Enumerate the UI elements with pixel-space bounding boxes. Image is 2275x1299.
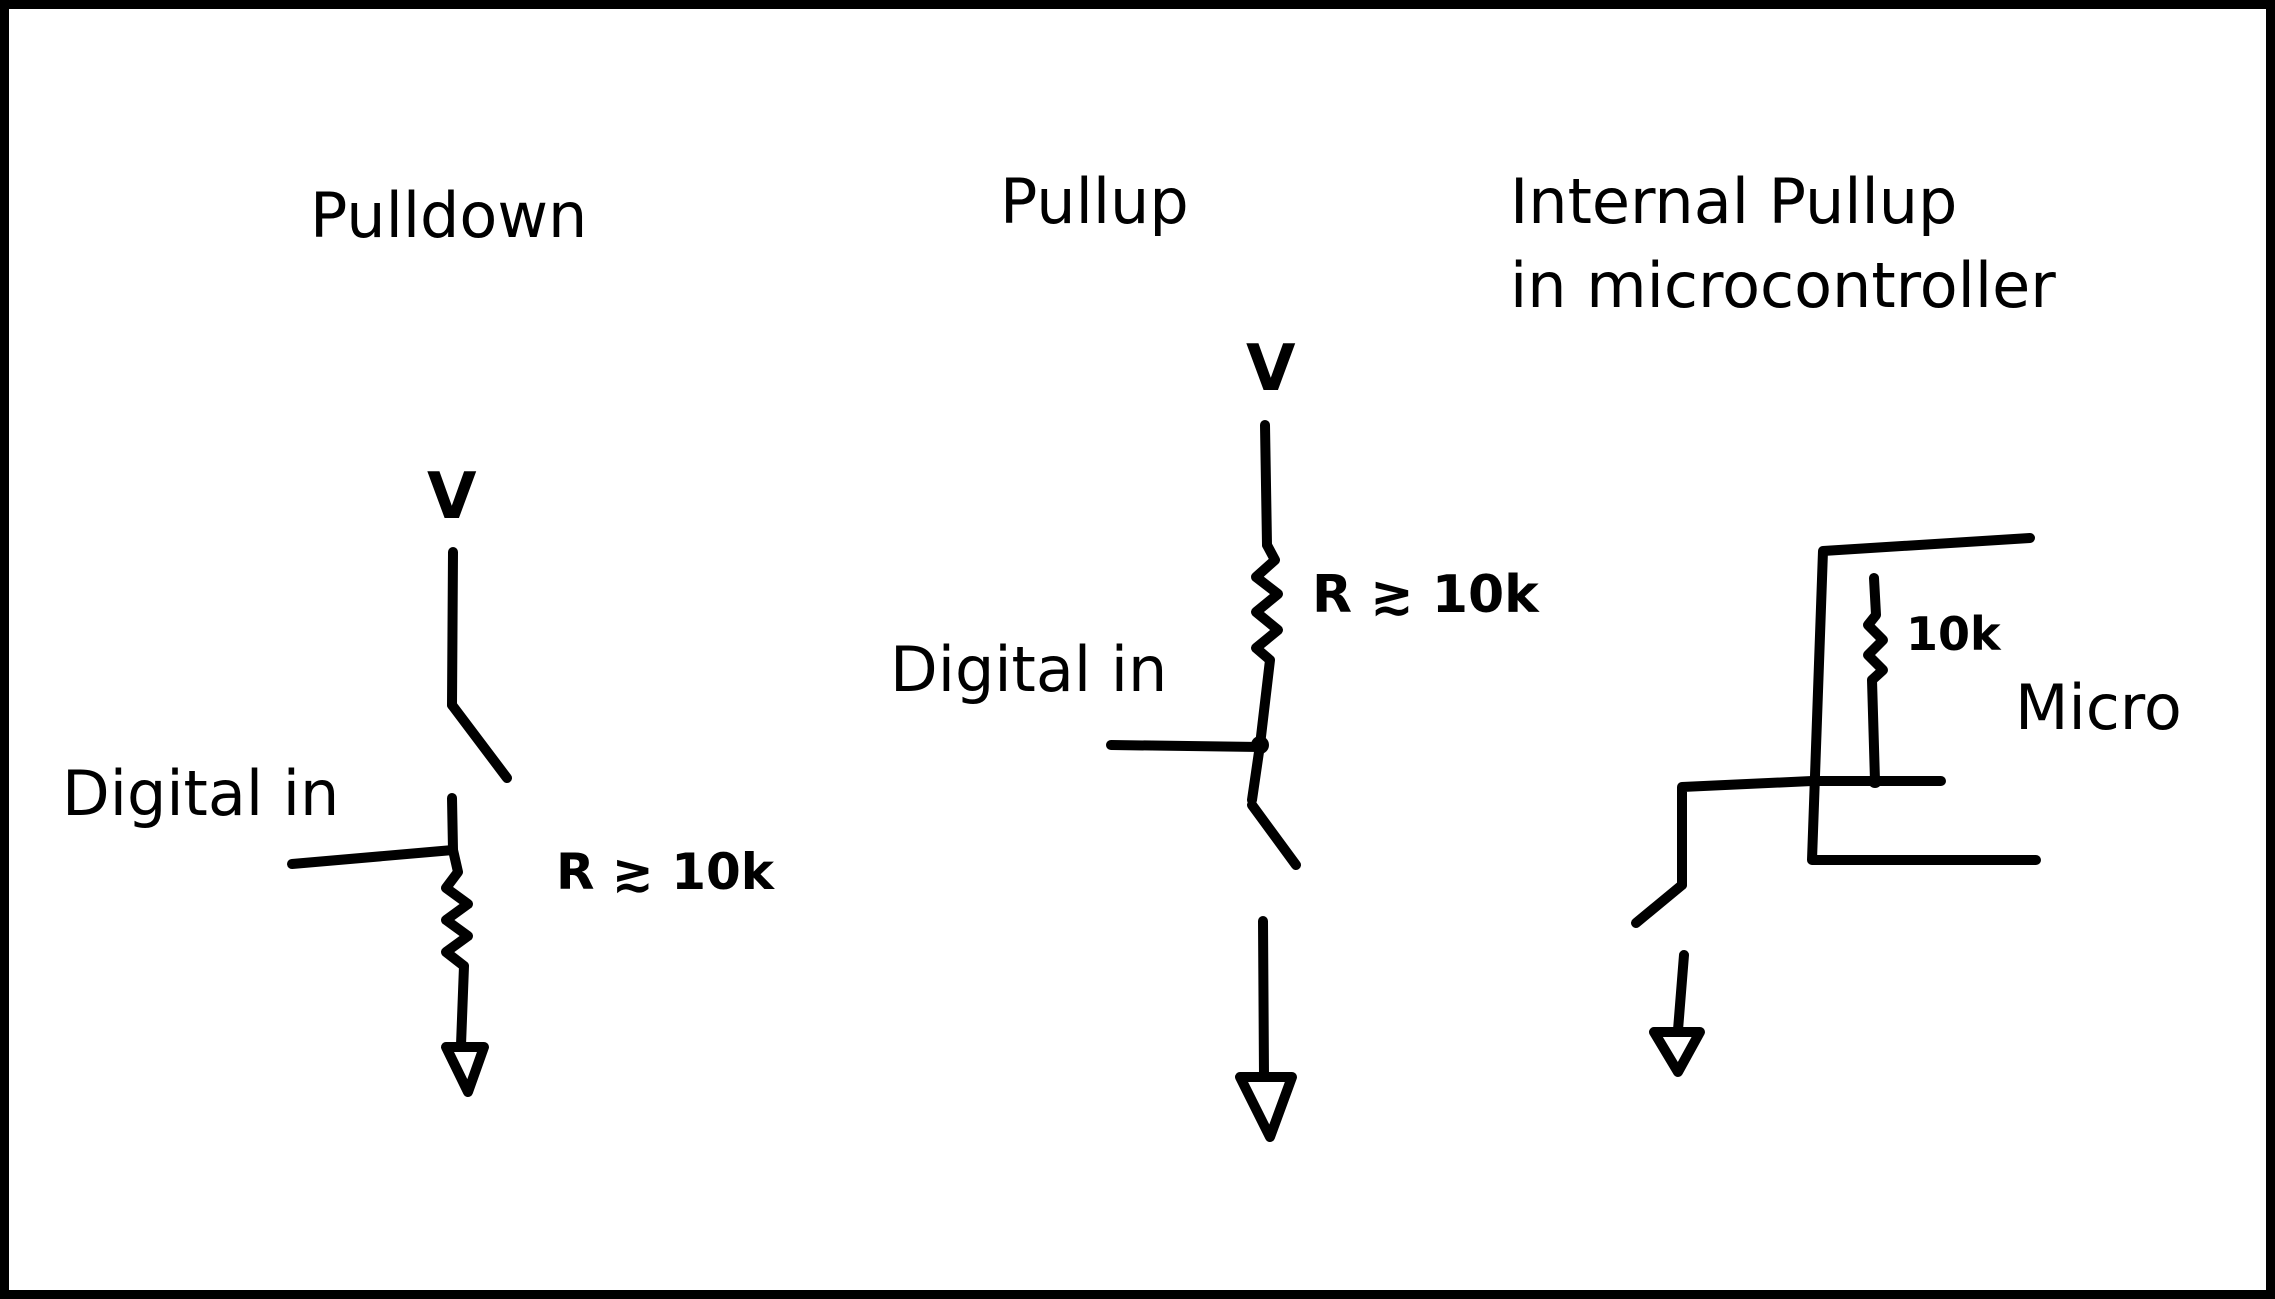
internal-switch-lever bbox=[1631, 880, 1687, 928]
pullup-resistor bbox=[1251, 540, 1283, 750]
pullup-supply-label: V bbox=[1246, 332, 1296, 406]
pullup-ground-wire bbox=[1258, 916, 1269, 1081]
pullup-supply-wire bbox=[1260, 420, 1272, 550]
external-input-wire bbox=[1677, 776, 1817, 890]
pulldown-resistor-label: R ≳ 10k bbox=[556, 843, 775, 901]
pulldown-supply-label: V bbox=[427, 460, 477, 534]
pullup-title: Pullup bbox=[1000, 165, 1189, 238]
pulldown-input-label: Digital in bbox=[62, 757, 340, 830]
pulldown-resistor bbox=[441, 845, 473, 1050]
internal-ground-wire bbox=[1673, 950, 1689, 1035]
pulldown-supply-wire bbox=[447, 547, 458, 710]
pulldown-circuit bbox=[287, 547, 512, 1097]
pulldown-ground-symbol bbox=[441, 1042, 489, 1097]
micro-internal-resistor bbox=[1863, 573, 1888, 786]
pullup-ground-symbol bbox=[1235, 1072, 1297, 1142]
internal-ground-symbol bbox=[1649, 1027, 1705, 1077]
pullup-node-wire bbox=[1247, 740, 1265, 805]
pulldown-input-wire bbox=[287, 845, 458, 869]
pulldown-switch-lever bbox=[447, 700, 512, 783]
micro-label: Micro bbox=[2015, 671, 2182, 744]
pullup-switch-lever bbox=[1247, 800, 1301, 870]
internal-pullup-title-line2: in microcontroller bbox=[1510, 249, 2056, 322]
internal-pullup-circuit bbox=[1631, 533, 2041, 1077]
pullup-input-wire bbox=[1106, 740, 1265, 752]
pullup-input-label: Digital in bbox=[890, 633, 1168, 706]
internal-resistor-label: 10k bbox=[1906, 607, 2001, 661]
internal-pullup-title-line1: Internal Pullup bbox=[1510, 165, 1958, 238]
pulldown-title: Pulldown bbox=[310, 179, 588, 252]
pullup-resistor-label: R ≳ 10k bbox=[1312, 565, 1539, 625]
pulldown-node-wire bbox=[447, 793, 458, 855]
pullup-circuit bbox=[1106, 420, 1301, 1142]
micro-outline bbox=[1807, 533, 2041, 865]
micro-junction-dot bbox=[1868, 774, 1882, 788]
